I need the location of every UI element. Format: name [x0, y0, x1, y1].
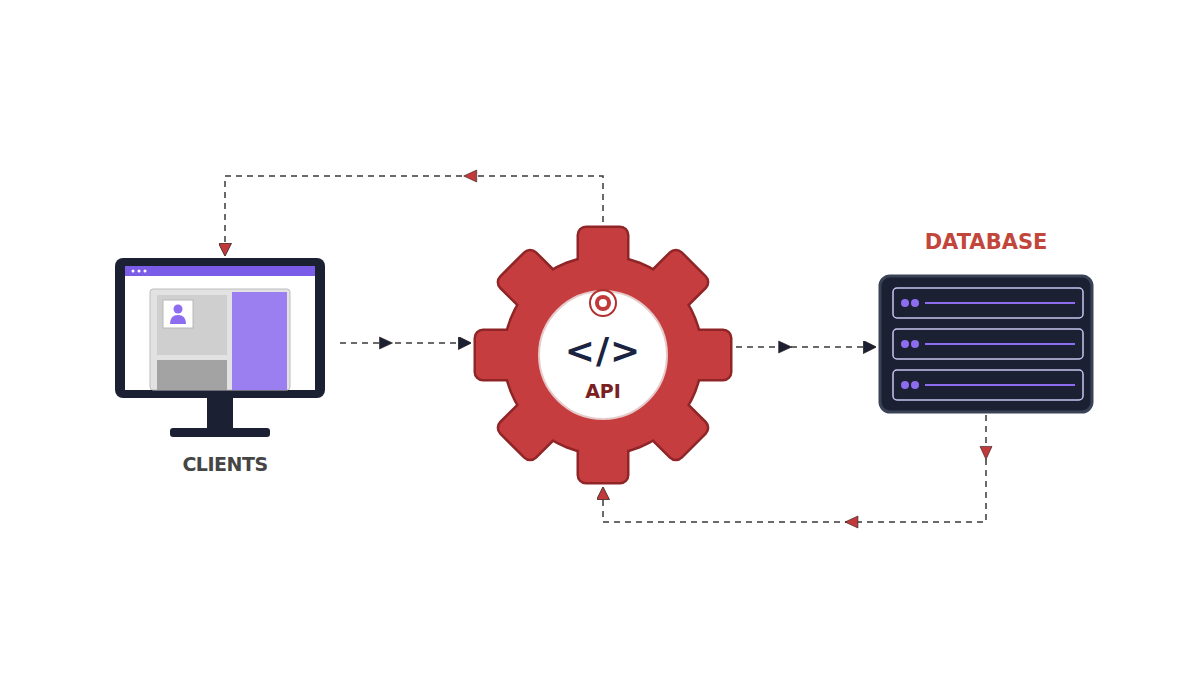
dashed-connector: [340, 342, 470, 344]
row-dot: [901, 340, 909, 348]
dashed-connector: [225, 176, 603, 255]
dashed-connector: [603, 415, 986, 522]
database-row: [893, 370, 1083, 400]
row-dot: [901, 381, 909, 389]
avatar-body: [170, 315, 186, 324]
database-row: [893, 329, 1083, 359]
window-dot: [138, 270, 141, 273]
row-dot: [911, 381, 919, 389]
row-dot: [911, 340, 919, 348]
arrow-head: [380, 337, 393, 349]
node-heading: DATABASE: [875, 230, 1097, 254]
screen-panel: [232, 292, 287, 390]
screen-card: [150, 289, 290, 390]
logo-dot: [599, 299, 607, 307]
node-label: API: [470, 381, 736, 403]
database-icon: [880, 276, 1092, 412]
client-node: CLIENTS: [110, 255, 340, 480]
avatar-box: [163, 300, 193, 328]
code-symbol: </>: [470, 330, 736, 371]
monitor-frame: [115, 258, 325, 398]
arrow-head: [779, 341, 792, 353]
logo-core: [595, 295, 611, 311]
logo-ring: [590, 290, 616, 316]
arrow-head: [980, 446, 992, 459]
arrow-head: [464, 170, 477, 182]
monitor-screen: [125, 266, 315, 390]
screen-cell: [157, 360, 227, 390]
database-node: DATABASE: [875, 225, 1097, 415]
row-line: [925, 302, 1075, 304]
row-line: [925, 343, 1075, 345]
dashed-connector: [736, 346, 875, 348]
arrow-head: [845, 516, 858, 528]
monitor-icon: [115, 258, 325, 437]
row-dot: [901, 299, 909, 307]
monitor-neck: [207, 398, 233, 428]
node-label: CLIENTS: [110, 454, 340, 476]
monitor-base: [170, 428, 270, 437]
database-row: [893, 288, 1083, 318]
avatar-head: [174, 305, 183, 314]
window-bar: [125, 266, 315, 276]
api-gear-node: </> API: [470, 222, 736, 488]
row-line: [925, 384, 1075, 386]
database-body: [880, 276, 1092, 412]
screen-cell: [157, 295, 227, 355]
window-dot: [144, 270, 147, 273]
row-dot: [911, 299, 919, 307]
window-dot: [132, 270, 135, 273]
